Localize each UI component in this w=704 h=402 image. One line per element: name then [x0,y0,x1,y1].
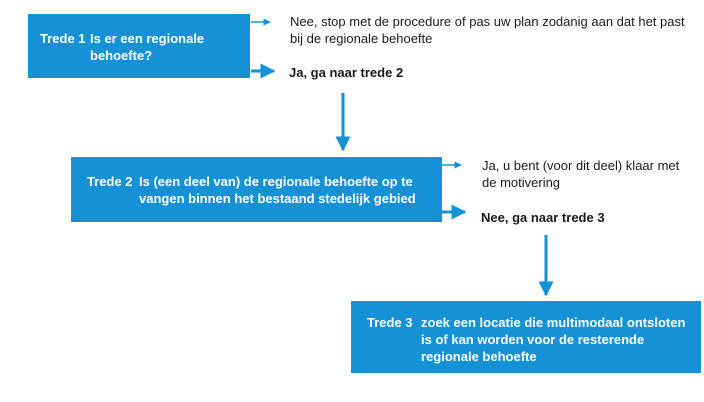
step-3-box: Trede 3 zoek een locatie die multimodaal… [351,301,701,373]
step-1-no-outcome: Nee, stop met de procedure of pas uw pla… [290,14,685,46]
step-3-question: zoek een locatie die multimodaal ontslot… [421,315,686,364]
step-2-box: Trede 2 Is (een deel van) de regionale b… [71,157,442,222]
step-2-label: Trede 2 [87,174,133,189]
step-1-yes-outcome: Ja, ga naar trede 2 [289,65,404,80]
step-3-label: Trede 3 [367,315,413,330]
step-2-yes-outcome: Ja, u bent (voor dit deel) klaar met de … [482,158,680,190]
step-1-label: Trede 1 [40,31,86,46]
step-2-question: Is (een deel van) de regionale behoefte … [139,174,416,206]
step-2-no-outcome: Nee, ga naar trede 3 [481,210,605,225]
step-1-question: Is er een regionale behoefte? [90,31,205,63]
step-1-box: Trede 1 Is er een regionale behoefte? [28,14,250,78]
